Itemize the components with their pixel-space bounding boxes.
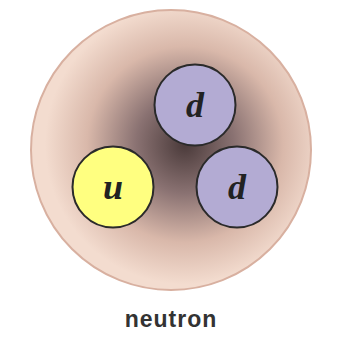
quark-symbol: d: [228, 169, 246, 205]
quark-label: d: [153, 63, 237, 147]
quark-node: u: [71, 145, 155, 229]
particle-name: neutron: [125, 306, 218, 332]
quark-label: d: [195, 145, 279, 229]
quark-node: d: [195, 145, 279, 229]
quark-node: d: [153, 63, 237, 147]
hadron-circle: [29, 8, 313, 292]
particle-node: neutrondud: [29, 8, 313, 292]
quark-symbol: u: [103, 169, 123, 205]
quark-label: u: [71, 145, 155, 229]
quark-symbol: d: [186, 87, 204, 123]
particle-label: neutron: [0, 306, 342, 333]
